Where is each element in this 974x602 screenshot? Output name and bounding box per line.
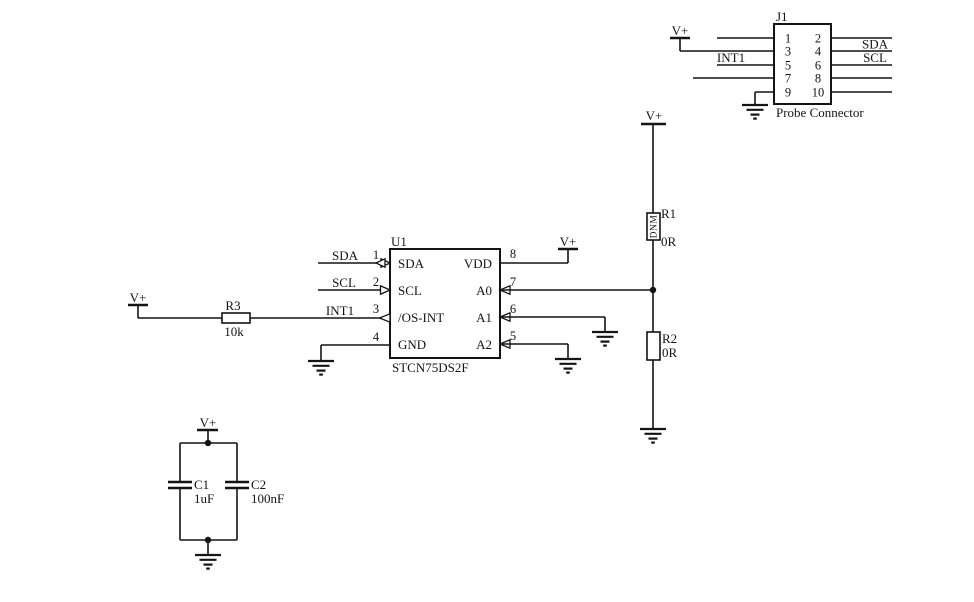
u1-pin-name: A2: [476, 337, 492, 352]
address-select-divider-block: V+ DNM R1 0R R2 0R: [638, 108, 678, 444]
net-label-vplus: V+: [672, 23, 689, 38]
ground-icon: [306, 359, 336, 376]
c2-refdes: C2: [251, 477, 266, 492]
ground-icon: [740, 103, 770, 120]
pin3-output-arrow-icon: [377, 312, 391, 324]
net-label-sda: SDA: [332, 248, 359, 263]
u1-ic-block: U1 STCN75DS2F SDA SCL /OS-INT GND VDD A0…: [250, 234, 653, 376]
j1-body: [773, 23, 832, 105]
vplus-power-icon: V+: [128, 290, 148, 307]
u1-part-number: STCN75DS2F: [392, 360, 469, 375]
ground-icon: [193, 553, 223, 570]
j1-pin-number: 7: [785, 72, 791, 86]
j1-pin-number: 10: [812, 86, 825, 100]
j1-pin-number: 5: [785, 59, 791, 73]
r3-pullup-block: V+ R3 10k: [128, 290, 251, 339]
u1-pin-name: /OS-INT: [398, 310, 444, 325]
u1-pin-number: 2: [373, 275, 379, 289]
u1-pin-name: VDD: [464, 256, 492, 271]
j1-pin-number: 1: [785, 32, 791, 46]
net-label-vplus: V+: [560, 234, 577, 249]
ground-icon: [638, 427, 668, 444]
j1-pin-number: 6: [815, 59, 821, 73]
j1-pin-number: 8: [815, 72, 821, 86]
net-label-scl: SCL: [332, 275, 356, 290]
resistor-r3-body: [221, 312, 251, 324]
u1-pin-name: GND: [398, 337, 426, 352]
r1-refdes: R1: [661, 206, 676, 221]
ground-icon: [553, 357, 583, 374]
j1-pin-number: 2: [815, 32, 821, 46]
j1-pin-number: 4: [815, 45, 822, 59]
u1-pin-name: A0: [476, 283, 492, 298]
u1-pin-name: SDA: [398, 256, 425, 271]
r3-value: 10k: [224, 324, 244, 339]
u1-pin-number: 8: [510, 247, 516, 261]
vplus-power-icon: V+: [670, 23, 690, 51]
r3-refdes: R3: [225, 298, 240, 313]
u1-refdes: U1: [391, 234, 407, 249]
u1-pin-number: 1: [373, 248, 379, 262]
u1-pin-number: 5: [510, 329, 516, 343]
j1-pin-number: 3: [785, 45, 791, 59]
vplus-power-icon: V+: [197, 415, 218, 432]
pin2-input-arrow-icon: [379, 284, 392, 296]
c1-value: 1uF: [194, 491, 214, 506]
net-label-vplus: V+: [646, 108, 663, 123]
j1-pin-number: 9: [785, 86, 791, 100]
net-label-sda: SDA: [862, 37, 889, 52]
probe-connector-block: J1 Probe Connector 1 3 5 7 9 2 4 6 8 10 …: [670, 9, 892, 120]
u1-pin-name: SCL: [398, 283, 422, 298]
c2-value: 100nF: [251, 491, 284, 506]
vplus-power-icon: V+: [558, 234, 578, 251]
pin1-bidirectional-arrow-icon: [374, 257, 386, 269]
vplus-power-icon: V+: [641, 108, 666, 126]
r2-refdes: R2: [662, 331, 677, 346]
r1-body-note: DNM: [650, 215, 660, 239]
resistor-r2-body: [646, 331, 661, 361]
r1-value: 0R: [661, 234, 677, 249]
net-label-scl: SCL: [863, 50, 887, 65]
net-label-vplus: V+: [200, 415, 217, 430]
u1-pin-name: A1: [476, 310, 492, 325]
u1-pin-number: 4: [373, 330, 380, 344]
j1-title: Probe Connector: [776, 105, 864, 120]
decoupling-caps-block: V+ C1 1uF C2 100nF: [168, 415, 284, 570]
ground-icon: [590, 330, 620, 347]
u1-pin-number: 7: [510, 275, 516, 289]
r2-value: 0R: [662, 345, 678, 360]
j1-refdes: J1: [776, 9, 788, 24]
net-label-vplus: V+: [130, 290, 147, 305]
u1-body: [389, 248, 501, 359]
u1-pin-number: 6: [510, 302, 516, 316]
net-label-int1: INT1: [717, 50, 745, 65]
u1-pin-number: 3: [373, 302, 379, 316]
net-label-int1: INT1: [326, 303, 354, 318]
c1-refdes: C1: [194, 477, 209, 492]
